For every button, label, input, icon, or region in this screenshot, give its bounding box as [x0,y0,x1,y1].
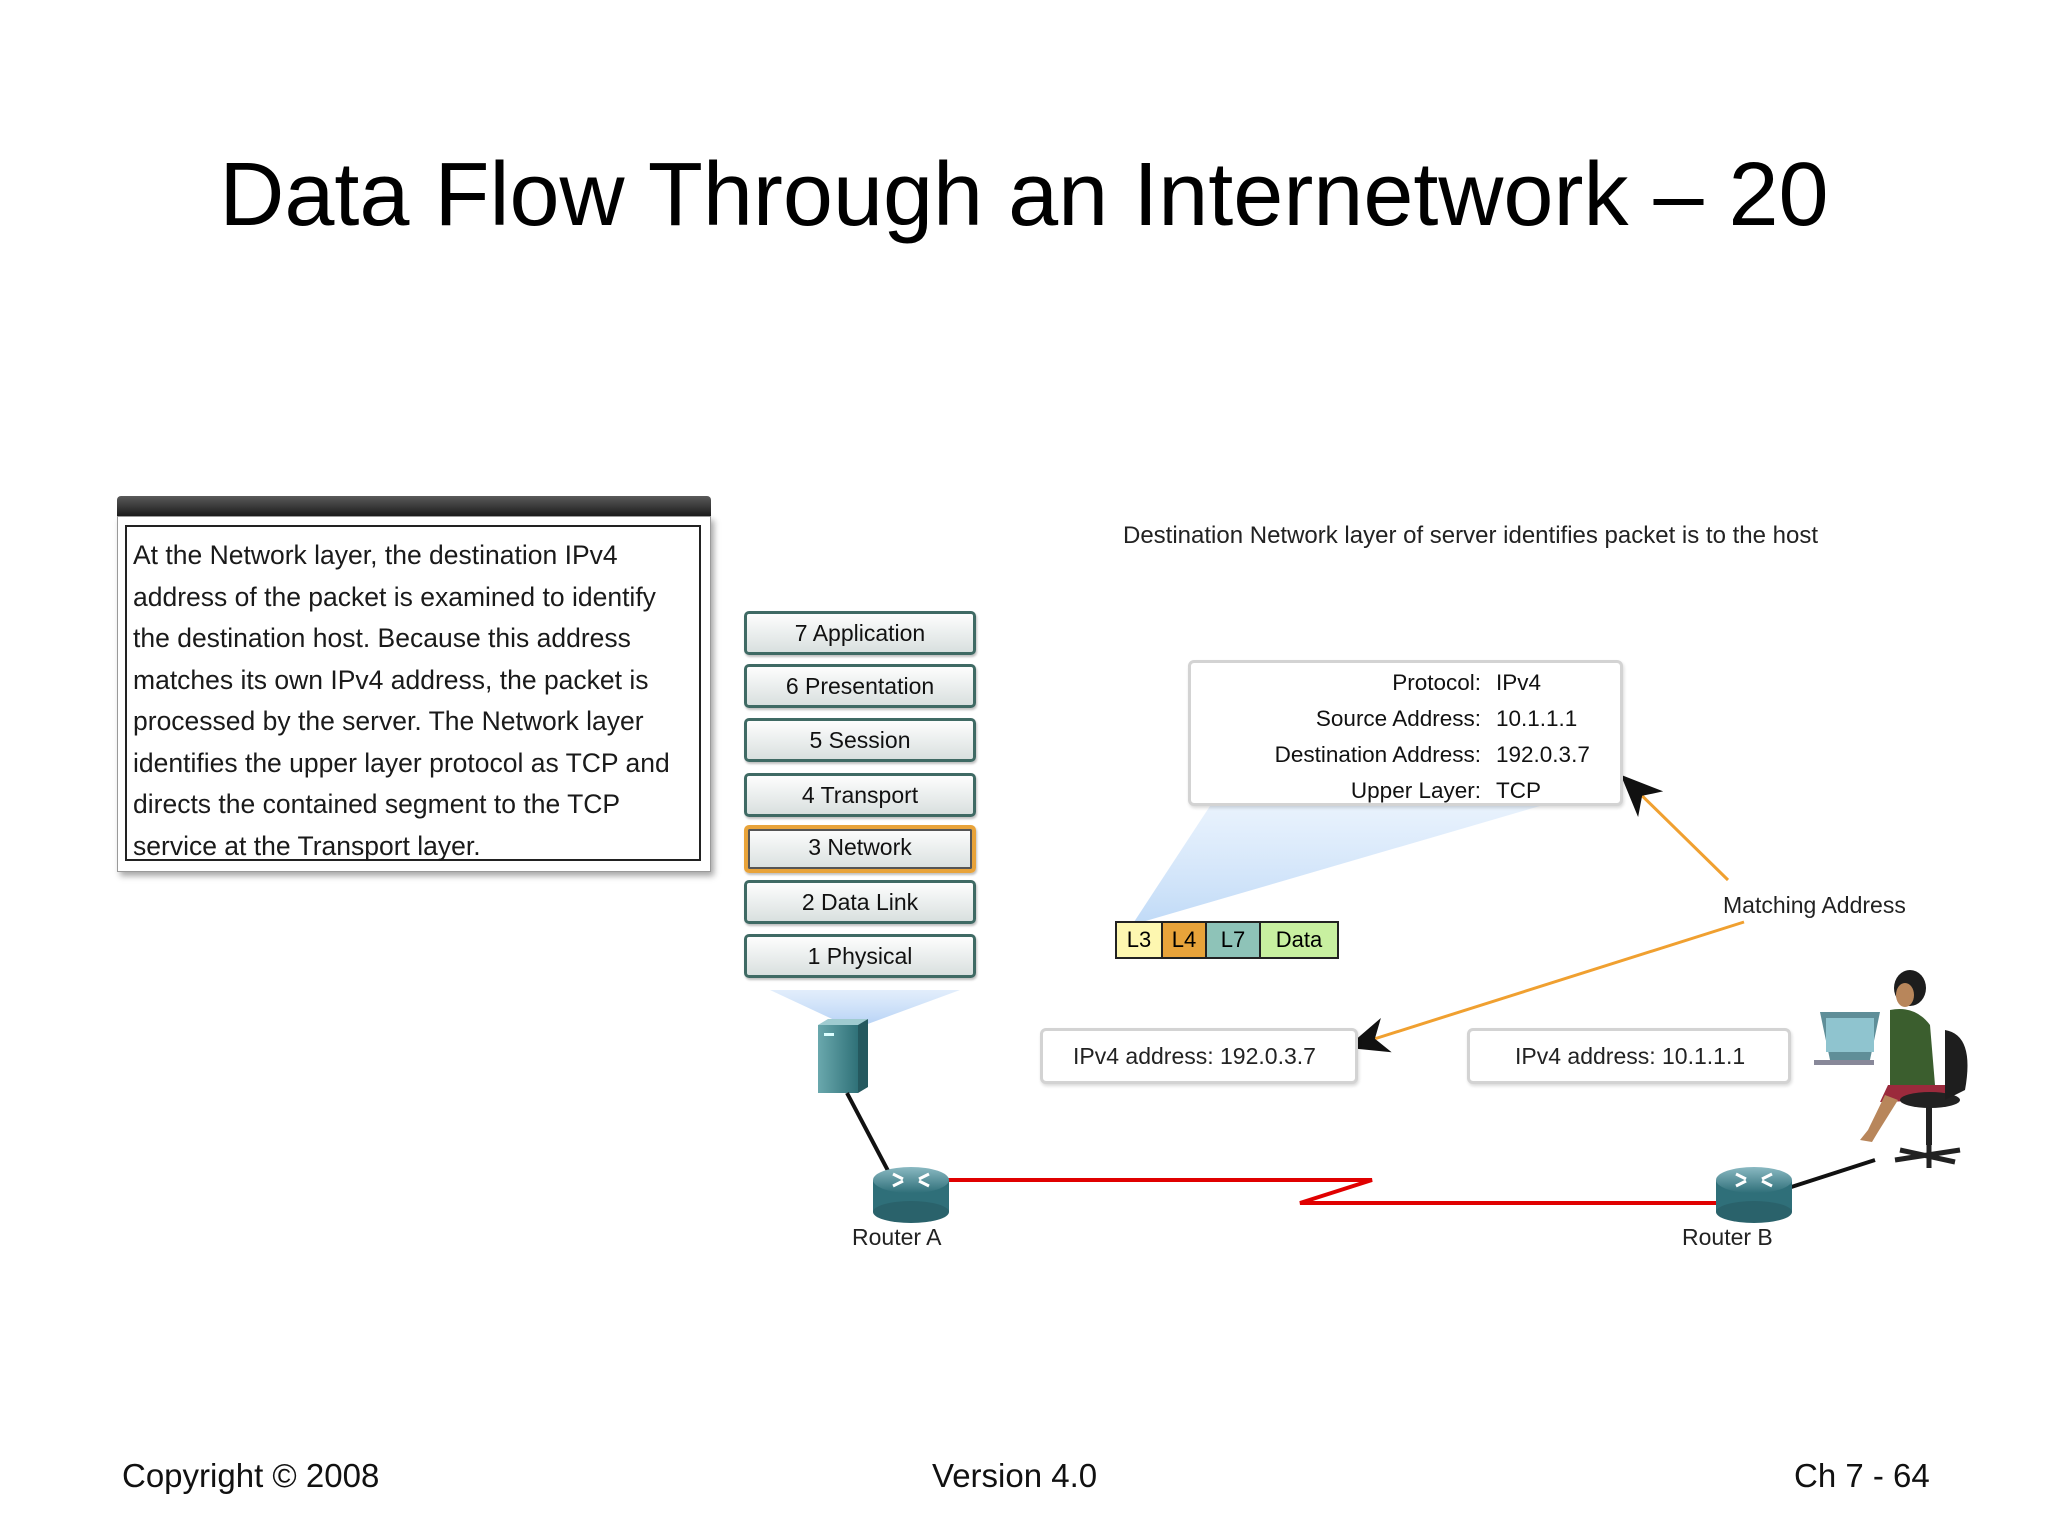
layer-application: 7 Application [744,611,976,655]
router-b-label: Router B [1682,1224,1773,1250]
header-label: Upper Layer: [1350,778,1481,803]
header-value: 10.1.1.1 [1496,706,1578,731]
header-label: Source Address: [1315,706,1481,731]
footer-version: Version 4.0 [932,1457,1098,1494]
packet-header-box: Protocol: IPv4 Source Address: 10.1.1.1 … [1188,660,1623,806]
matching-arrow-down [1346,920,1745,1053]
router-b-icon [1716,1167,1792,1223]
layer-transport: 4 Transport [744,773,976,817]
pdu-l3: L3 [1117,923,1163,957]
footer-page-number: Ch 7 - 64 [1794,1457,1930,1494]
header-label: Destination Address: [1274,742,1481,767]
server-icon [818,1019,868,1093]
server-address-box: IPv4 address: 192.0.3.7 [1040,1028,1358,1084]
pdu-l4: L4 [1163,923,1207,957]
matching-address-label: Matching Address [1723,892,1906,918]
header-value: IPv4 [1496,670,1542,695]
router-a-label: Router A [852,1224,942,1250]
header-value: 192.0.3.7 [1496,742,1590,767]
host-user-icon [1814,970,1968,1168]
panel-body: At the Network layer, the destination IP… [117,516,711,872]
description-text: At the Network layer, the destination IP… [125,525,701,861]
wan-link [948,1178,1726,1205]
host-router-link [1781,1158,1876,1192]
pdu-data: Data [1261,923,1337,957]
layer-session: 5 Session [744,718,976,762]
pdu-l7: L7 [1207,923,1261,957]
router-a-icon [873,1167,949,1223]
layer-network: 3 Network [744,825,976,873]
stack-beam [770,990,960,1025]
layer-data-link: 2 Data Link [744,880,976,924]
footer-copyright: Copyright © 2008 [122,1457,380,1494]
layer-presentation: 6 Presentation [744,664,976,708]
layer-physical: 1 Physical [744,934,976,978]
pdu-encapsulation: L3 L4 L7 Data [1115,921,1339,959]
server-address: IPv4 address: 192.0.3.7 [1073,1043,1316,1069]
header-value: TCP [1496,778,1541,803]
server-router-link [845,1092,897,1185]
slide-title: Data Flow Through an Internetwork – 20 [219,145,1829,245]
panel-title-bar [117,496,711,516]
diagram-caption: Destination Network layer of server iden… [1123,522,1818,549]
header-beam [1132,806,1540,925]
matching-arrow-up [1620,774,1730,882]
host-address-box: IPv4 address: 10.1.1.1 [1467,1028,1791,1084]
description-panel: At the Network layer, the destination IP… [117,496,711,874]
host-address: IPv4 address: 10.1.1.1 [1515,1043,1746,1069]
header-label: Protocol: [1392,670,1481,695]
